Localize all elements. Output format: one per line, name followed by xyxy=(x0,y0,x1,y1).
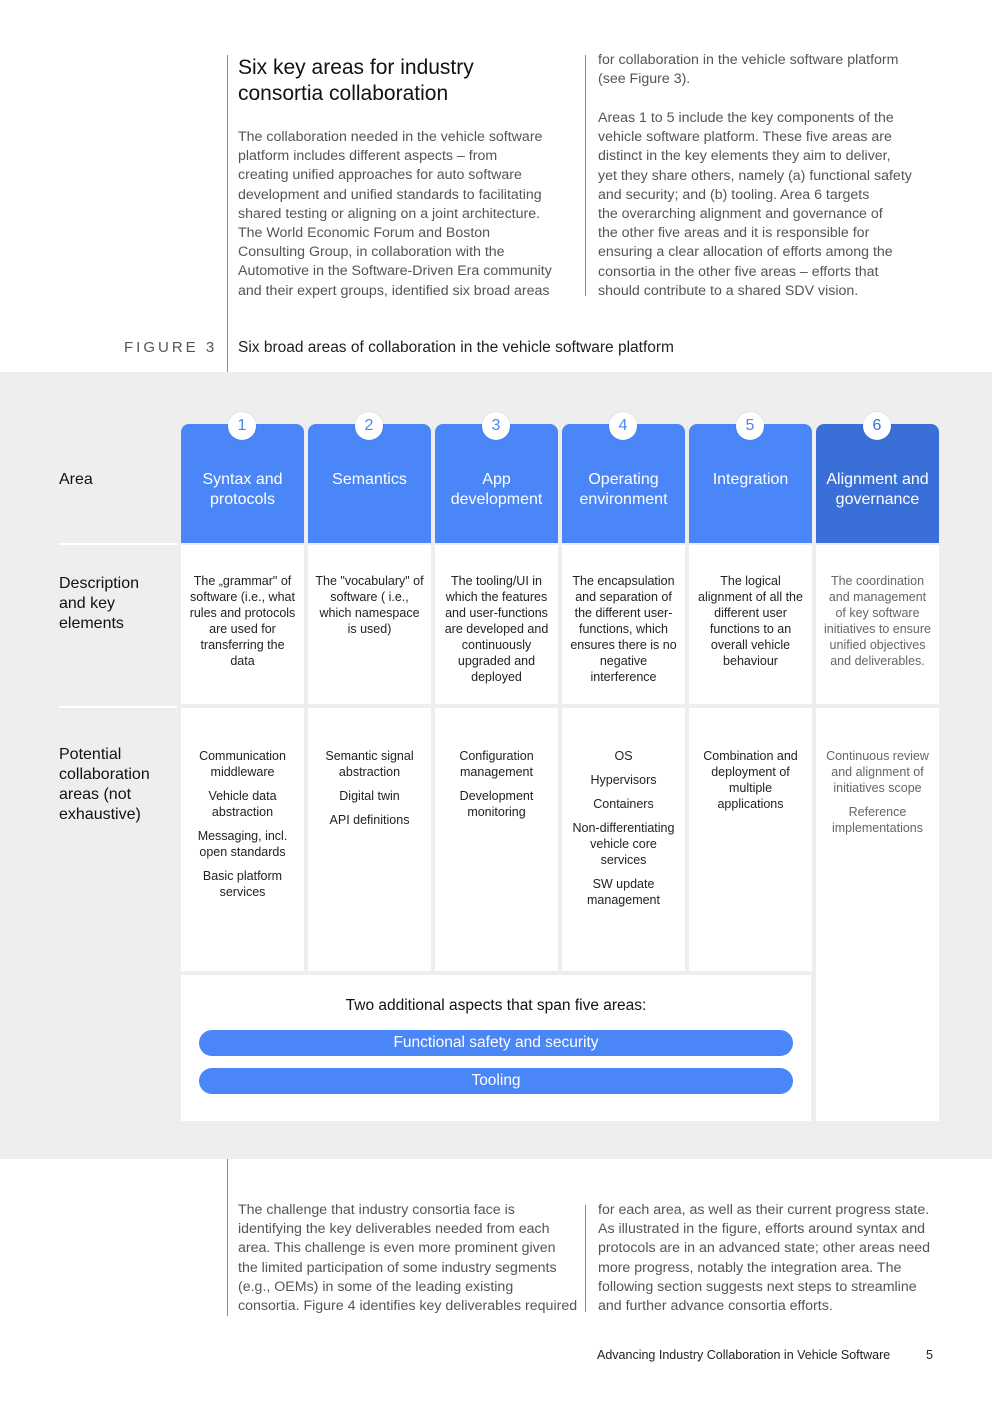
row-separator xyxy=(59,543,177,545)
area-collaboration-list: Continuous review and alignment of initi… xyxy=(816,708,939,1121)
row-label-potential: Potential collaboration areas (not exhau… xyxy=(59,745,177,825)
collaboration-item: OS xyxy=(614,749,633,763)
figure-title: Six broad areas of collaboration in the … xyxy=(238,339,674,356)
collaboration-item: Semantic signal abstraction xyxy=(325,749,414,779)
area-header: Operating environment xyxy=(562,424,685,543)
outro-left-paragraph: The challenge that industry consortia fa… xyxy=(238,1202,578,1315)
area-title: Operating environment xyxy=(579,471,668,508)
collaboration-item: Containers xyxy=(593,797,654,811)
area-title: Integration xyxy=(712,471,789,488)
area-description: The logical alignment of all the differe… xyxy=(689,545,812,704)
area-collaboration-list: Semantic signal abstraction Digital twin… xyxy=(308,708,431,971)
collaboration-item: SW update management xyxy=(587,877,660,907)
footer-title: Advancing Industry Collaboration in Vehi… xyxy=(597,1348,891,1362)
area-title: App development xyxy=(450,471,543,508)
row-separator xyxy=(59,706,177,708)
intro-left-paragraph: The collaboration needed in the vehicle … xyxy=(238,129,552,299)
outro-right-paragraph: for each area, as well as their current … xyxy=(598,1202,931,1315)
area-description: The "vocabulary" of software ( i.e., whi… xyxy=(308,545,431,704)
collaboration-item: Development monitoring xyxy=(459,789,534,819)
area-description: The coordination and management of key s… xyxy=(816,545,939,704)
area-number-badge: 1 xyxy=(228,412,256,440)
collaboration-item: Vehicle data abstraction xyxy=(208,789,277,819)
area-description: The „grammar" of software (i.e., what ru… xyxy=(181,545,304,704)
row-label-description: Description and key elements xyxy=(59,575,140,632)
page-number: 5 xyxy=(926,1348,933,1362)
area-title: Semantics xyxy=(332,471,407,488)
section-heading: Six key areas for industry consortia col… xyxy=(238,56,474,105)
collaboration-item: Continuous review and alignment of initi… xyxy=(826,749,929,795)
collaboration-item: Messaging, incl. open standards xyxy=(197,829,288,859)
functional-safety-pill: Functional safety and security xyxy=(199,1030,793,1056)
area-header: Syntax and protocols xyxy=(181,424,304,543)
cross-cutting-aspects-box: Two additional aspects that span five ar… xyxy=(181,975,811,1121)
tooling-pill: Tooling xyxy=(199,1068,793,1094)
area-header: Semantics xyxy=(308,424,431,543)
collaboration-item: Non-differentiating vehicle core service… xyxy=(572,821,675,867)
area-number-badge: 2 xyxy=(355,412,383,440)
area-number-badge: 3 xyxy=(482,412,510,440)
area-number-badge: 6 xyxy=(863,412,891,440)
row-label-area: Area xyxy=(59,471,93,488)
area-title: Syntax and protocols xyxy=(202,471,283,508)
row-label-potential-bold: Potential collaboration areas xyxy=(59,746,150,803)
area-collaboration-list: Combination and deployment of multiple a… xyxy=(689,708,812,971)
area-collaboration-list: OS Hypervisors Containers Non-differenti… xyxy=(562,708,685,971)
area-number-badge: 4 xyxy=(609,412,637,440)
area-title: Alignment and governance xyxy=(826,471,929,508)
left-column-rule xyxy=(227,55,228,372)
intro-right-paragraph-1: for collaboration in the vehicle softwar… xyxy=(598,52,899,88)
area-description: The encapsulation and separation of the … xyxy=(562,545,685,704)
cross-cutting-title: Two additional aspects that span five ar… xyxy=(345,997,647,1014)
area-number-badge: 5 xyxy=(736,412,764,440)
collaboration-item: Basic platform services xyxy=(202,869,283,899)
area-header: App development xyxy=(435,424,558,543)
figure-panel: Area Description and key elements Potent… xyxy=(0,372,992,1159)
area-collaboration-list: Configuration management Development mon… xyxy=(435,708,558,971)
left-column-rule xyxy=(227,1159,228,1316)
collaboration-item: Hypervisors xyxy=(590,773,657,787)
row-label-potential-light: (not exhaustive) xyxy=(59,786,141,823)
collaboration-item: Reference implementations xyxy=(831,805,923,835)
intro-right-paragraph-2: Areas 1 to 5 include the key components … xyxy=(598,110,912,299)
area-description: The tooling/UI in which the features and… xyxy=(435,545,558,704)
collaboration-item: Combination and deployment of multiple a… xyxy=(703,749,798,811)
collaboration-item: API definitions xyxy=(329,813,410,827)
right-column-rule xyxy=(585,55,586,296)
collaboration-item: Digital twin xyxy=(339,789,400,803)
collaboration-item: Configuration management xyxy=(459,749,534,779)
area-collaboration-list: Communication middleware Vehicle data ab… xyxy=(181,708,304,971)
area-header: Alignment and governance xyxy=(816,424,939,543)
figure-label: FIGURE 3 xyxy=(124,339,218,356)
right-column-rule xyxy=(585,1205,586,1312)
collaboration-item: Communication middleware xyxy=(199,749,286,779)
area-header: Integration xyxy=(689,424,812,543)
